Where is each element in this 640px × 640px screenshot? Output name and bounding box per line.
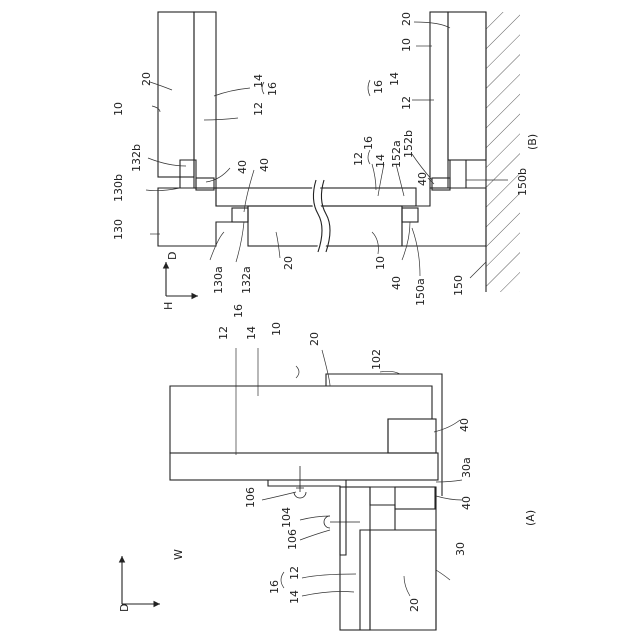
a-label-10: 10 <box>270 322 283 336</box>
a-frame-102 <box>326 374 442 496</box>
a-label-12-lower: 12 <box>288 566 301 580</box>
a-label-40-lower: 40 <box>460 496 473 510</box>
b-label-130b: 130b <box>112 174 125 202</box>
b-label-40-right-b: 40 <box>390 276 403 290</box>
b-label-14-right: 14 <box>374 154 387 168</box>
a-axis-w-label: W <box>172 549 185 560</box>
b-break-line <box>315 180 324 252</box>
b-ground <box>486 12 520 292</box>
b-label-10-floor: 10 <box>374 256 387 270</box>
a-axis-d-label: D <box>118 604 131 612</box>
a-label-106-bottom: 106 <box>286 529 299 550</box>
b-label-14-wall: 14 <box>388 72 401 86</box>
panel-b: 20 10 132b 130b 130 14 12 16 40 40 130a … <box>112 12 539 310</box>
b-label-16-left: 16 <box>266 82 279 96</box>
a-screw-106-bottom <box>324 516 360 528</box>
a-lower-20 <box>370 530 436 630</box>
a-label-30: 30 <box>454 542 467 556</box>
b-label-20-floor: 20 <box>282 256 295 270</box>
b-label-10-wall: 10 <box>400 38 413 52</box>
b-label-12-wall: 12 <box>400 96 413 110</box>
b-wall-20-right <box>448 12 486 160</box>
b-caption: (B) <box>526 134 539 150</box>
a-label-106-top: 106 <box>244 487 257 508</box>
b-label-130a: 130a <box>212 266 225 294</box>
b-label-12-left: 12 <box>252 102 265 116</box>
a-label-104: 104 <box>280 507 293 528</box>
b-axis-d-label: D <box>166 252 179 260</box>
b-label-132a: 132a <box>240 266 253 294</box>
b-label-150a: 150a <box>414 278 427 306</box>
b-label-14-left: 14 <box>252 74 265 88</box>
b-gasket-40-left-b <box>232 208 248 222</box>
a-layer-12-lower <box>340 487 370 630</box>
b-axis-h-label: H <box>162 302 175 310</box>
a-caption: (A) <box>524 510 537 526</box>
b-label-20-wall: 20 <box>400 12 413 26</box>
b-label-150b: 150b <box>516 168 529 196</box>
b-label-152b: 152b <box>402 130 415 158</box>
b-label-150: 150 <box>452 275 465 296</box>
a-screw-106-top <box>294 466 306 498</box>
b-notch-152b <box>450 160 466 188</box>
a-label-30a: 30a <box>460 457 473 478</box>
panel-a: 12 14 16 10 20 102 40 30a 40 106 104 106… <box>118 304 537 630</box>
b-label-12-right: 12 <box>352 152 365 166</box>
a-label-20-lower: 20 <box>408 598 421 612</box>
a-label-12: 12 <box>217 326 230 340</box>
a-label-20: 20 <box>308 332 321 346</box>
a-layer-12 <box>170 453 438 480</box>
a-label-14-lower: 14 <box>288 590 301 604</box>
b-label-40-left-a: 40 <box>236 160 249 174</box>
a-label-16-lower: 16 <box>268 580 281 594</box>
a-label-16: 16 <box>232 304 245 318</box>
b-label-16-right: 16 <box>362 136 375 150</box>
b-block-150 <box>402 188 486 246</box>
b-label-16-wall: 16 <box>372 80 385 94</box>
b-block-130 <box>158 188 248 246</box>
b-label-132b: 132b <box>130 144 143 172</box>
b-label-20-left: 20 <box>140 72 153 86</box>
b-label-10-left: 10 <box>112 102 125 116</box>
b-label-130: 130 <box>112 219 125 240</box>
b-wall-20-left <box>158 12 194 177</box>
b-label-40-right-a: 40 <box>416 172 429 186</box>
b-gasket-40-right-b <box>402 208 418 222</box>
a-gasket-40-lower <box>395 487 435 509</box>
b-layer-12-left <box>194 12 216 188</box>
a-gasket-40-upper <box>388 419 436 453</box>
b-label-40-left-b: 40 <box>258 158 271 172</box>
a-label-14: 14 <box>245 326 258 340</box>
a-label-40-upper: 40 <box>458 418 471 432</box>
a-label-102: 102 <box>370 349 383 370</box>
